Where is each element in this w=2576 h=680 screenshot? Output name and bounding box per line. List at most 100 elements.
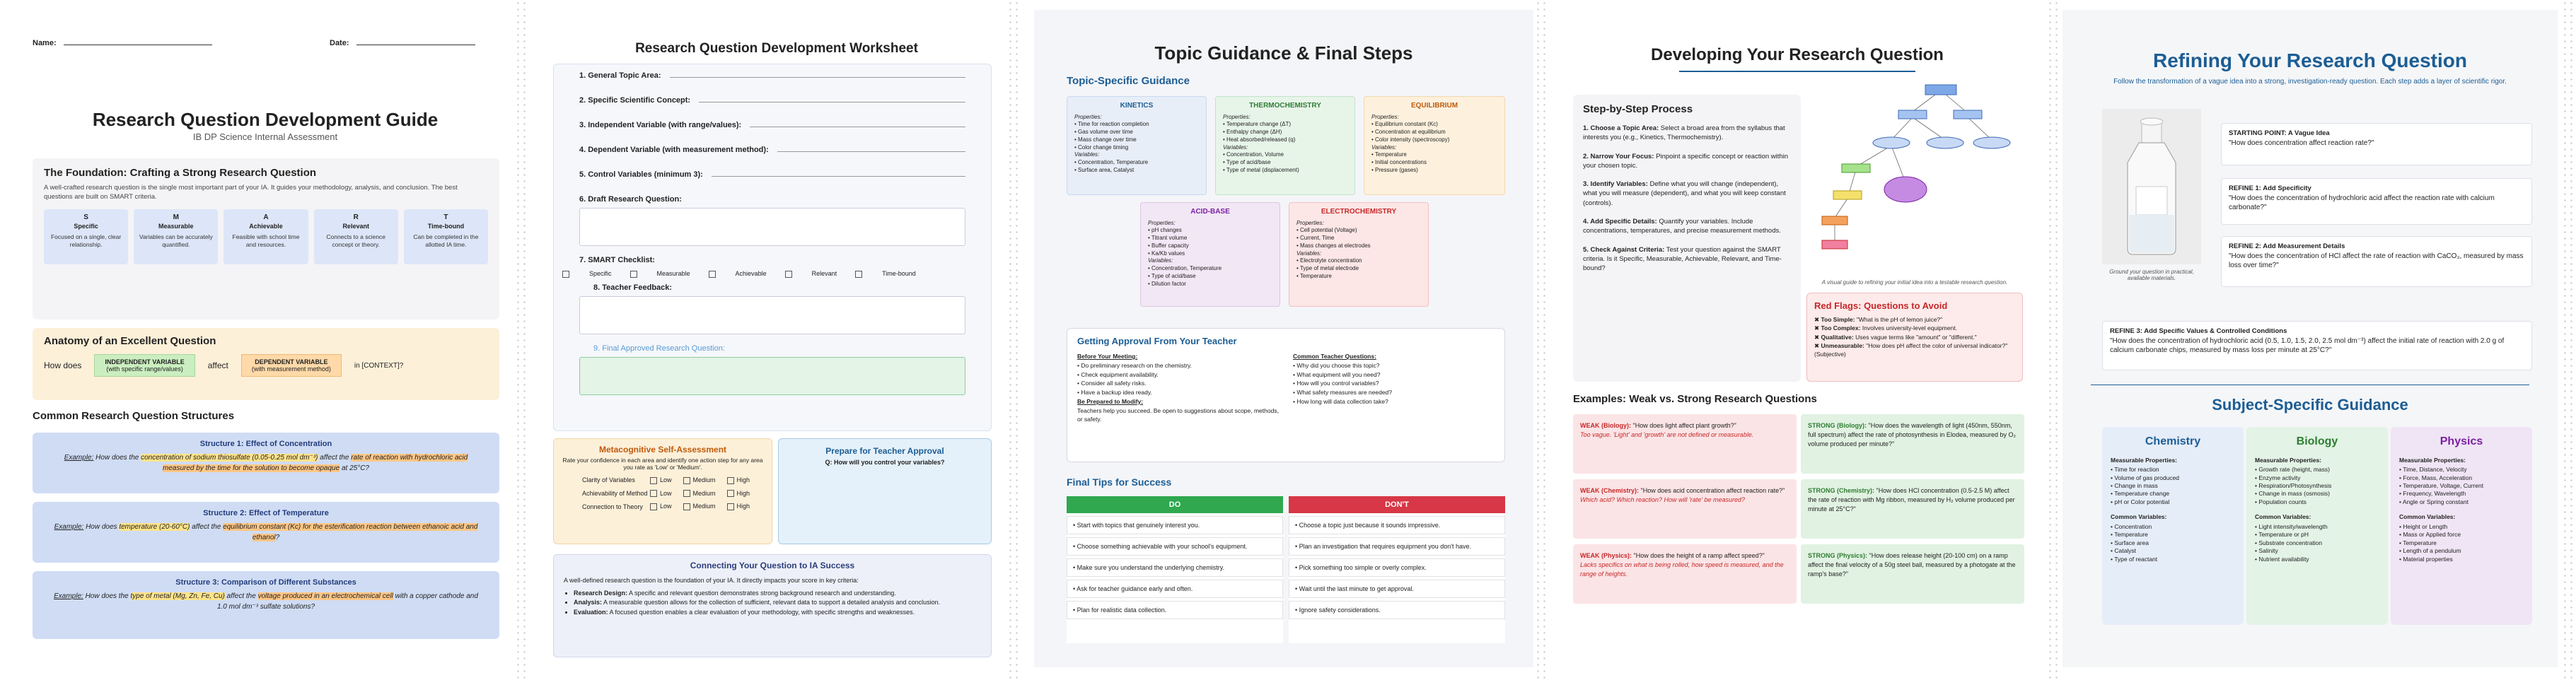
step-item: 3. Identify Variables: Define what you w… bbox=[1583, 180, 1786, 207]
page-refining: Refining Your Research Question Follow t… bbox=[2062, 10, 2558, 667]
anatomy-how-does: How does bbox=[44, 360, 82, 370]
independent-variable-box: INDEPENDENT VARIABLE(with specific range… bbox=[94, 354, 195, 377]
checklist-achievable[interactable]: Achievable bbox=[708, 270, 767, 278]
prep-heading: Prepare for Teacher Approval bbox=[825, 446, 944, 456]
refining-subtitle: Follow the transformation of a vague ide… bbox=[2113, 78, 2507, 86]
final-question-input[interactable] bbox=[579, 356, 965, 395]
smart-checklist-label: 7. SMART Checklist: bbox=[579, 256, 655, 264]
name-label: Name: bbox=[33, 39, 57, 47]
page-separator bbox=[1535, 0, 1548, 680]
teacher-feedback-input[interactable] bbox=[579, 295, 965, 334]
topic-area-field[interactable]: 1. General Topic Area: bbox=[579, 71, 965, 96]
strong-example: STRONG (Physics): "How does release heig… bbox=[1801, 544, 2024, 604]
topic-heading: Topic-Specific Guidance bbox=[1067, 75, 1190, 87]
metacognitive-question: Rate your confidence in each area and id… bbox=[562, 457, 763, 471]
ia-success-heading: Connecting Your Question to IA Success bbox=[690, 561, 855, 570]
structure-card: Structure 3: Comparison of Different Sub… bbox=[33, 571, 499, 639]
anatomy-affect: affect bbox=[207, 360, 228, 370]
red-flag-item: ✖ Too Complex: Involves university-level… bbox=[1814, 324, 1958, 332]
mind-map-graphic bbox=[1821, 84, 2011, 250]
topic-card-equilibrium: EQUILIBRIUM Properties: • Equilibrium co… bbox=[1364, 96, 1505, 195]
developing-title: Developing Your Research Question bbox=[1651, 45, 1944, 64]
dependent-variable-box: DEPENDENT VARIABLE(with measurement meth… bbox=[240, 354, 342, 377]
photo-caption: Ground your question in practical, avail… bbox=[2109, 269, 2194, 281]
draft-question-input[interactable] bbox=[579, 208, 965, 246]
prep-question: Q: How will you control your variables? bbox=[825, 459, 945, 466]
checklist-measurable[interactable]: Measurable bbox=[630, 270, 690, 278]
date-label: Date: bbox=[330, 39, 349, 47]
page-separator bbox=[2047, 0, 2060, 680]
subject-card-biology: Biology Measurable Properties: • Growth … bbox=[2246, 427, 2388, 625]
metacognitive-heading: Metacognitive Self-Assessment bbox=[598, 445, 727, 455]
page-subtitle: IB DP Science Internal Assessment bbox=[192, 131, 338, 142]
red-flag-item: ✖ Too Simple: "What is the pH of lemon j… bbox=[1814, 316, 1943, 323]
foundation-heading: The Foundation: Crafting a Strong Resear… bbox=[44, 167, 317, 179]
refine-step: REFINE 2: Add Measurement Details"How do… bbox=[2221, 236, 2532, 287]
steps-heading: Step-by-Step Process bbox=[1583, 103, 1693, 115]
approval-heading: Getting Approval From Your Teacher bbox=[1077, 336, 1237, 346]
anatomy-context: in [CONTEXT]? bbox=[354, 361, 404, 370]
step-item: 5. Check Against Criteria: Test your que… bbox=[1583, 245, 1782, 273]
red-flags-heading: Red Flags: Questions to Avoid bbox=[1814, 300, 1948, 311]
name-field[interactable]: Name: bbox=[33, 38, 212, 47]
approval-questions-column: Common Teacher Questions: • Why did you … bbox=[1293, 353, 1393, 405]
approval-before-column: Before Your Meeting: • Do preliminary re… bbox=[1077, 353, 1279, 423]
independent-variable-field[interactable]: 3. Independent Variable (with range/valu… bbox=[579, 121, 965, 146]
metacognitive-section: Metacognitive Self-Assessment Rate your … bbox=[553, 438, 772, 544]
date-field[interactable]: Date: bbox=[330, 38, 475, 47]
red-flag-item: ✖ Qualitative: Uses vague terms like "am… bbox=[1814, 333, 1977, 341]
ia-success-section: Connecting Your Question to IA Success A… bbox=[553, 554, 992, 657]
title-underline bbox=[1679, 71, 1915, 72]
topic-title: Topic Guidance & Final Steps bbox=[1154, 42, 1413, 64]
structures-heading: Common Research Question Structures bbox=[33, 410, 235, 422]
bottle-icon bbox=[2102, 109, 2201, 264]
refine-step: REFINE 1: Add Specificity"How does the c… bbox=[2221, 178, 2532, 225]
strong-example: STRONG (Chemistry): "How does HCl concen… bbox=[1801, 479, 2024, 539]
teacher-approval-section: Prepare for Teacher Approval Q: How will… bbox=[778, 438, 992, 544]
weak-example: WEAK (Physics): "How does the height of … bbox=[1573, 544, 1797, 604]
anatomy-heading: Anatomy of an Excellent Question bbox=[44, 335, 216, 347]
structure-card: Structure 2: Effect of Temperature Examp… bbox=[33, 502, 499, 563]
dependent-variable-field[interactable]: 4. Dependent Variable (with measurement … bbox=[579, 146, 965, 170]
weak-example: WEAK (Chemistry): "How does acid concent… bbox=[1573, 479, 1797, 539]
tips-heading: Final Tips for Success bbox=[1067, 476, 1172, 488]
reagent-bottle-image: Ground your question in practical, avail… bbox=[2102, 109, 2201, 281]
mind-map-caption: A visual guide to refining your initial … bbox=[1821, 279, 2008, 286]
control-variables-field[interactable]: 5. Control Variables (minimum 3): bbox=[579, 170, 965, 195]
structure-card: Structure 1: Effect of Concentration Exa… bbox=[33, 433, 499, 493]
refining-title: Refining Your Research Question bbox=[2153, 49, 2467, 71]
foundation-section: The Foundation: Crafting a Strong Resear… bbox=[33, 158, 499, 320]
topic-grid: KINETICS Properties: • Time for reaction… bbox=[1067, 96, 1505, 311]
ia-success-intro: A well-defined research question is the … bbox=[564, 577, 859, 584]
page-guide: Name: Date: Research Question Developmen… bbox=[21, 10, 509, 667]
weak-example: WEAK (Biology): "How does light affect p… bbox=[1573, 414, 1797, 474]
page-developing: Developing Your Research Question Step-b… bbox=[1552, 10, 2043, 667]
list-item: Analysis: A measurable question allows f… bbox=[574, 598, 981, 608]
concept-field[interactable]: 2. Specific Scientific Concept: bbox=[579, 96, 965, 121]
approval-section: Getting Approval From Your Teacher Befor… bbox=[1067, 328, 1505, 462]
worksheet-form: 1. General Topic Area: 2. Specific Scien… bbox=[553, 64, 992, 431]
checklist-time-bound[interactable]: Time-bound bbox=[855, 270, 916, 278]
refine-step-final: REFINE 3: Add Specific Values & Controll… bbox=[2102, 321, 2532, 370]
worksheet-title: Research Question Development Worksheet bbox=[635, 41, 918, 56]
strong-example: STRONG (Biology): "How does the waveleng… bbox=[1801, 414, 2024, 474]
red-flag-item: ✖ Unmeasurable: "How does pH affect the … bbox=[1814, 341, 2008, 358]
page-separator bbox=[2562, 0, 2575, 680]
subject-guidance-heading: Subject-Specific Guidance bbox=[2212, 396, 2408, 414]
dont-column: DON'T • Choose a topic just because it s… bbox=[1289, 496, 1505, 643]
topic-card-electrochemistry: ELECTROCHEMISTRY Properties: • Cell pote… bbox=[1289, 202, 1429, 307]
do-column: DO • Start with topics that genuinely in… bbox=[1067, 496, 1283, 643]
step-item: 2. Narrow Your Focus: Pinpoint a specifi… bbox=[1583, 152, 1789, 170]
foundation-text: A well-crafted research question is the … bbox=[44, 184, 458, 201]
checklist-relevant[interactable]: Relevant bbox=[784, 270, 837, 278]
topic-card-acid-base: ACID-BASE Properties: • pH changes• Titr… bbox=[1140, 202, 1280, 307]
checklist-specific[interactable]: Specific bbox=[562, 270, 612, 278]
mind-map-diagram: A visual guide to refining your initial … bbox=[1806, 76, 2023, 286]
